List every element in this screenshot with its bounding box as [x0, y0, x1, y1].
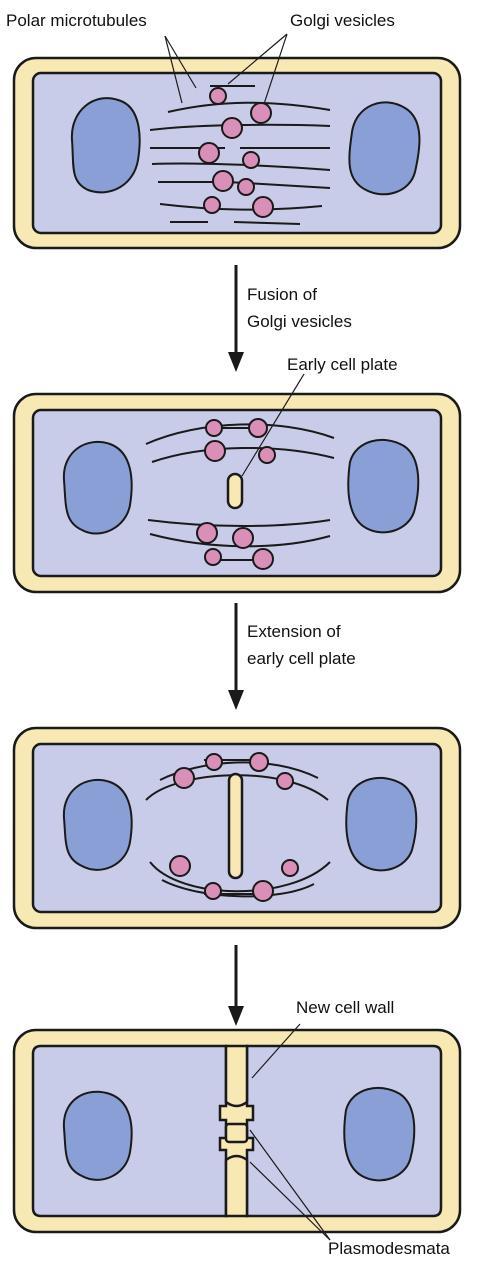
- label-new-cell-wall: New cell wall: [296, 998, 394, 1017]
- golgi-vesicle-icon: [222, 118, 242, 138]
- nucleus-icon: [72, 98, 140, 192]
- golgi-vesicle-icon: [205, 549, 221, 565]
- nucleus-icon: [64, 1092, 132, 1180]
- golgi-vesicle-icon: [282, 860, 298, 876]
- step-1-line-2: Golgi vesicles: [247, 312, 352, 331]
- nucleus-icon: [344, 1088, 414, 1180]
- extended-cell-plate: [229, 774, 242, 878]
- golgi-vesicle-icon: [206, 420, 222, 436]
- golgi-vesicle-icon: [251, 103, 271, 123]
- golgi-vesicle-icon: [206, 754, 222, 770]
- stage-1-cell: Polar microtubules Golgi vesicles: [6, 11, 460, 248]
- golgi-vesicle-icon: [233, 528, 253, 548]
- early-cell-plate: [228, 474, 242, 508]
- golgi-vesicle-icon: [243, 152, 259, 168]
- golgi-vesicle-icon: [250, 753, 268, 771]
- label-polar-microtubules: Polar microtubules: [6, 11, 147, 30]
- label-early-cell-plate: Early cell plate: [287, 355, 398, 374]
- golgi-vesicle-icon: [213, 171, 233, 191]
- golgi-vesicle-icon: [253, 549, 273, 569]
- golgi-vesicle-icon: [204, 197, 220, 213]
- golgi-vesicle-icon: [174, 768, 194, 788]
- down-arrow-icon: [228, 945, 244, 1026]
- golgi-vesicle-icon: [259, 447, 275, 463]
- label-plasmodesmata: Plasmodesmata: [328, 1239, 450, 1258]
- label-golgi-vesicles: Golgi vesicles: [290, 11, 395, 30]
- step-2-line-1: Extension of: [247, 622, 341, 641]
- down-arrow-icon: [228, 603, 244, 710]
- golgi-vesicle-icon: [253, 197, 273, 217]
- stage-3-cell: [14, 728, 460, 928]
- nucleus-icon: [346, 778, 416, 870]
- nucleus-icon: [64, 442, 132, 534]
- stage-2-cell: Early cell plate: [14, 355, 460, 592]
- nucleus-icon: [349, 102, 419, 194]
- stage-4-cells: New cell wall Plasmodesmata: [14, 998, 460, 1258]
- step-2-line-2: early cell plate: [247, 649, 356, 668]
- golgi-vesicle-icon: [210, 88, 226, 104]
- golgi-vesicle-icon: [277, 773, 293, 789]
- golgi-vesicle-icon: [197, 523, 217, 543]
- golgi-vesicle-icon: [205, 441, 225, 461]
- golgi-vesicle-icon: [205, 883, 221, 899]
- step-1-line-1: Fusion of: [247, 285, 317, 304]
- golgi-vesicle-icon: [199, 143, 219, 163]
- golgi-vesicle-icon: [170, 856, 190, 876]
- new-cell-wall: [226, 1046, 247, 1216]
- nucleus-icon: [64, 780, 132, 870]
- golgi-vesicle-icon: [238, 179, 254, 195]
- nucleus-icon: [348, 440, 418, 532]
- down-arrow-icon: [228, 265, 244, 372]
- golgi-vesicle-icon: [249, 419, 267, 437]
- golgi-vesicle-icon: [253, 881, 273, 901]
